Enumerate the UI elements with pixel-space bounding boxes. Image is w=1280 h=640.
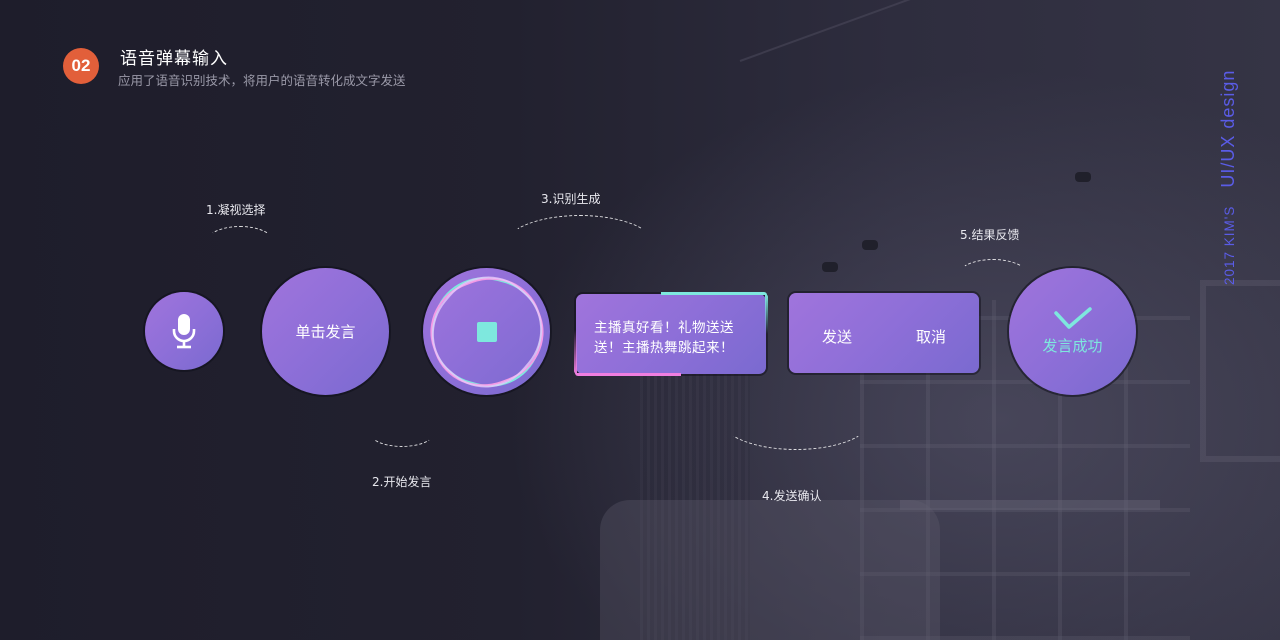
watermark-brand: 2017 KIM'S bbox=[1222, 205, 1237, 285]
background-table bbox=[900, 500, 1160, 510]
checkmark-icon bbox=[1053, 307, 1092, 329]
step-label-2: 2.开始发言 bbox=[372, 475, 432, 489]
dashed-arc-2 bbox=[368, 415, 436, 447]
ceiling-lamp bbox=[1075, 172, 1091, 182]
page-title: 语音弹幕输入 bbox=[120, 49, 228, 69]
dashed-arc-5 bbox=[958, 259, 1028, 291]
step-label-3: 3.识别生成 bbox=[541, 192, 601, 206]
confirm-panel: 发送 取消 bbox=[789, 293, 979, 373]
page-subtitle: 应用了语音识别技术，将用户的语音转化成文字发送 bbox=[118, 73, 406, 88]
ceiling-lamp bbox=[862, 240, 878, 250]
accent-edge-pink bbox=[574, 330, 577, 374]
send-button[interactable]: 发送 bbox=[822, 328, 853, 346]
dashed-arc-3 bbox=[504, 215, 656, 277]
dashed-arc-4 bbox=[720, 388, 872, 450]
step-label-1: 1.凝视选择 bbox=[206, 203, 266, 217]
accent-edge-cyan bbox=[661, 292, 767, 295]
cancel-button[interactable]: 取消 bbox=[916, 328, 947, 346]
microphone-icon bbox=[172, 314, 196, 349]
step-label-4: 4.发送确认 bbox=[762, 489, 822, 503]
dashed-arc-1 bbox=[206, 226, 274, 258]
success-feedback: 发言成功 bbox=[1009, 268, 1136, 395]
vertical-watermark: 2017 KIM'S UI/UX design bbox=[1218, 70, 1239, 285]
stop-icon bbox=[476, 321, 497, 342]
accent-edge-pink bbox=[575, 373, 681, 376]
accent-edge-cyan bbox=[765, 294, 768, 334]
background-window bbox=[1200, 280, 1280, 462]
section-number-badge: 02 bbox=[63, 48, 99, 84]
ceiling-lamp bbox=[822, 262, 838, 272]
recording-button[interactable] bbox=[410, 255, 563, 408]
recognized-text: 主播真好看！礼物送送送！主播热舞跳起来！ bbox=[594, 320, 734, 356]
step-label-5: 5.结果反馈 bbox=[960, 228, 1020, 242]
tap-to-speak-button[interactable]: 单击发言 bbox=[262, 268, 389, 395]
success-label: 发言成功 bbox=[1042, 337, 1103, 355]
microphone-button[interactable] bbox=[145, 292, 223, 370]
watermark-tagline: UI/UX design bbox=[1218, 69, 1238, 188]
recognized-text-card: 主播真好看！礼物送送送！主播热舞跳起来！ bbox=[574, 292, 768, 376]
background-sofa bbox=[600, 500, 940, 640]
